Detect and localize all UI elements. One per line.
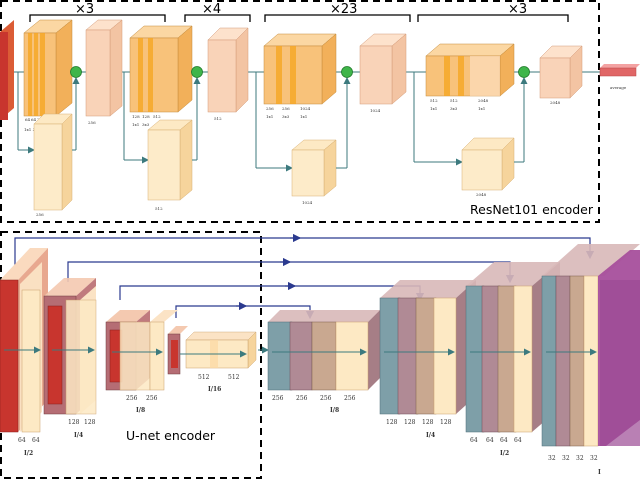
stage3-down-label: 1024 bbox=[302, 200, 313, 205]
enc2-ch-1: 128 bbox=[68, 419, 80, 426]
dec1-ch-3: 64 bbox=[500, 437, 508, 444]
repeat-braces bbox=[29, 14, 569, 22]
unet-section: 64 64 I/2 128 128 I/4 256 256 I/8 bbox=[0, 231, 640, 479]
unet-enc1-block bbox=[0, 248, 48, 433]
stage1-down-label: 256 bbox=[36, 212, 44, 217]
repeat-label-2: ×4 bbox=[202, 2, 221, 17]
stage3-k-3: 1x1 bbox=[300, 114, 307, 119]
enc3-scale: I/8 bbox=[136, 407, 145, 414]
unet-dec0-block bbox=[541, 244, 640, 447]
bottleneck-ch-1: 512 bbox=[198, 374, 210, 381]
stage4-ch-2: 512 bbox=[450, 98, 458, 103]
plus-node-3 bbox=[341, 66, 353, 78]
output-scale: I bbox=[598, 469, 601, 476]
bottleneck-ch-2: 512 bbox=[228, 374, 240, 381]
stage4-ch-3: 2048 bbox=[478, 98, 489, 103]
unet-dec2-block bbox=[379, 280, 476, 415]
stage2-ch-3: 512 bbox=[153, 114, 161, 119]
stage1-mid-block bbox=[85, 19, 123, 117]
plus-node-2 bbox=[191, 66, 203, 78]
stage2-k-1: 1x1 bbox=[132, 122, 139, 127]
enc1-ch-2: 64 bbox=[32, 437, 40, 444]
stage3-k-1: 1x1 bbox=[266, 114, 273, 119]
bottleneck-scale: I/16 bbox=[208, 386, 221, 393]
resnet-stage4-stack bbox=[425, 43, 515, 97]
stage4-ch-1: 512 bbox=[430, 98, 438, 103]
stage1-mid-label: 256 bbox=[88, 120, 96, 125]
unet-title: U-net encoder bbox=[126, 428, 216, 443]
dec0-ch-1: 32 bbox=[548, 455, 556, 462]
repeat-label-1: ×3 bbox=[75, 2, 94, 17]
enc3-ch-1: 256 bbox=[126, 395, 138, 402]
unet-enc4-block bbox=[167, 326, 188, 375]
stage3-projection-block bbox=[291, 139, 337, 197]
average-pool-block bbox=[599, 64, 640, 77]
unet-enc2-block bbox=[43, 278, 97, 415]
dec3-ch-2: 256 bbox=[296, 395, 308, 402]
dec1-ch-1: 64 bbox=[470, 437, 478, 444]
dec3-ch-1: 256 bbox=[272, 395, 284, 402]
dec3-ch-3: 256 bbox=[320, 395, 332, 402]
stage3-ch-2: 256 bbox=[282, 106, 290, 111]
dec1-ch-2: 64 bbox=[486, 437, 494, 444]
stage2-ch-2: 128 bbox=[142, 114, 150, 119]
stage4-down-label: 2048 bbox=[476, 192, 487, 197]
stage1-projection-block bbox=[33, 113, 73, 211]
stage4-k-1: 1x1 bbox=[430, 106, 437, 111]
resnet-section: ×3 ×4 ×23 ×3 64 64 256 1x1 3x3 1x1 256 bbox=[0, 0, 640, 223]
resnet-stage1-stack bbox=[23, 19, 73, 117]
stage2-down-label: 512 bbox=[155, 206, 163, 211]
resnet-stage2-stack bbox=[129, 25, 193, 113]
stage3-k-2: 3x3 bbox=[282, 114, 290, 119]
stage2-ch-1: 128 bbox=[132, 114, 140, 119]
repeat-label-4: ×3 bbox=[508, 2, 527, 17]
resnet-input-front bbox=[0, 32, 8, 120]
dec0-ch-4: 32 bbox=[590, 455, 598, 462]
stage2-mid-label: 512 bbox=[214, 116, 222, 121]
enc2-scale: I/4 bbox=[74, 432, 83, 439]
dec3-scale: I/8 bbox=[330, 407, 339, 414]
stage1-ch-1: 64 bbox=[25, 117, 31, 122]
stage3-ch-1: 256 bbox=[266, 106, 274, 111]
plus-node-4 bbox=[518, 66, 530, 78]
stage4-k-3: 1x1 bbox=[478, 106, 485, 111]
stage2-mid-block bbox=[207, 27, 249, 113]
dec2-ch-4: 128 bbox=[440, 419, 452, 426]
stage3-mid-block bbox=[359, 33, 407, 105]
stage2-projection-block bbox=[147, 119, 193, 201]
average-label: average bbox=[610, 85, 627, 90]
enc1-scale: I/2 bbox=[24, 450, 33, 457]
stage1-ch-2: 64 bbox=[31, 117, 37, 122]
dec2-ch-2: 128 bbox=[404, 419, 416, 426]
enc1-ch-1: 64 bbox=[18, 437, 26, 444]
dec2-ch-3: 128 bbox=[422, 419, 434, 426]
unet-bottleneck-block bbox=[185, 331, 257, 369]
stage4-projection-block bbox=[461, 137, 515, 191]
unet-enc3-block bbox=[105, 310, 178, 391]
plus-node-1 bbox=[70, 66, 82, 78]
stage4-mid-label: 2048 bbox=[550, 100, 561, 105]
dec1-scale: I/2 bbox=[500, 450, 509, 457]
repeat-label-3: ×23 bbox=[330, 2, 357, 17]
resnet-stage3-stack bbox=[263, 33, 337, 105]
stage2-k-2: 3x3 bbox=[142, 122, 150, 127]
stage3-mid-label: 1024 bbox=[370, 108, 381, 113]
dec0-ch-2: 32 bbox=[562, 455, 570, 462]
unet-dec3-block bbox=[267, 310, 380, 391]
dec2-ch-1: 128 bbox=[386, 419, 398, 426]
enc3-ch-2: 256 bbox=[146, 395, 158, 402]
stage4-mid-block bbox=[539, 45, 583, 99]
enc2-ch-2: 128 bbox=[84, 419, 96, 426]
stage4-k-2: 3x3 bbox=[450, 106, 458, 111]
dec0-ch-3: 32 bbox=[576, 455, 584, 462]
resnet-title: ResNet101 encoder bbox=[470, 202, 594, 217]
dec2-scale: I/4 bbox=[426, 432, 435, 439]
dec3-ch-4: 256 bbox=[344, 395, 356, 402]
stage3-ch-3: 1024 bbox=[300, 106, 311, 111]
dec1-ch-4: 64 bbox=[514, 437, 522, 444]
